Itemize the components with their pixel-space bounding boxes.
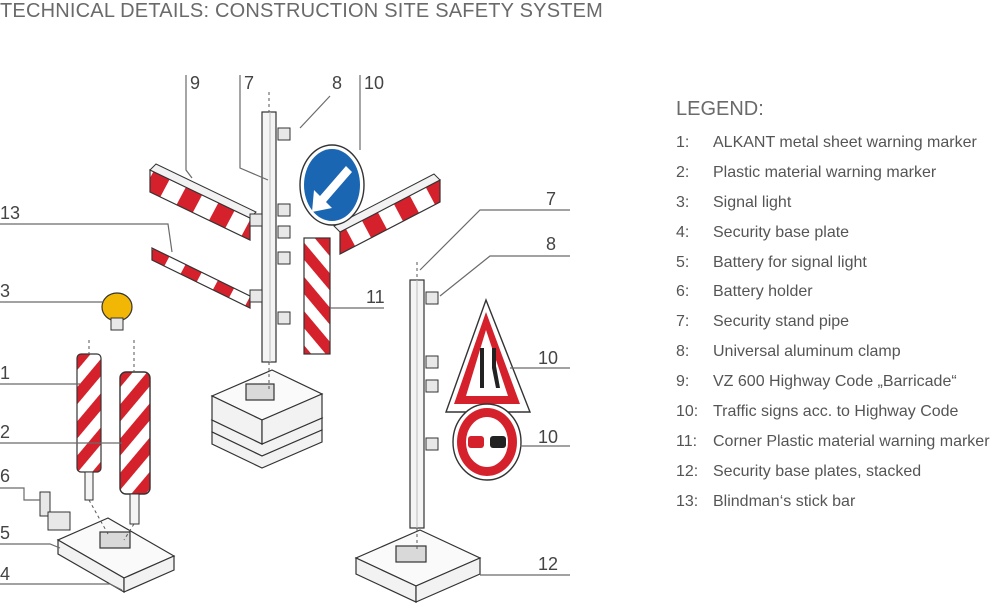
legend-text: ALKANT metal sheet warning marker — [713, 134, 977, 151]
road-narrows-sign — [445, 298, 532, 413]
legend-item: 11: Corner Plastic material warning marke… — [676, 430, 990, 460]
callout-7-center: 7 — [244, 73, 254, 93]
legend-text: VZ 600 Highway Code „Barricade“ — [713, 373, 957, 391]
barricade-left-upper — [149, 163, 257, 241]
metal-warning-marker — [76, 353, 102, 501]
legend-item: 3: Signal light — [676, 191, 990, 221]
legend-item: 4: Security base plate — [676, 221, 990, 251]
blindman-stick-bar — [151, 247, 251, 309]
callout-10-triangle: 10 — [538, 348, 558, 368]
assembly-guides — [88, 92, 418, 550]
callout-8-center: 8 — [332, 73, 342, 93]
legend-item: 1: ALKANT metal sheet warning marker — [676, 131, 990, 161]
legend-number: 11: — [676, 432, 698, 450]
callout-4: 4 — [0, 564, 10, 584]
legend-item: 6: Battery holder — [676, 280, 990, 310]
legend-number: 8: — [676, 343, 690, 361]
legend-number: 6: — [676, 283, 690, 301]
callout-1: 1 — [0, 363, 10, 383]
center-stand-pipe — [261, 111, 277, 363]
corner-warning-marker — [303, 237, 331, 355]
legend-number: 9: — [676, 373, 690, 391]
legend-item: 2: Plastic material warning marker — [676, 161, 990, 191]
legend-item: 7: Security stand pipe — [676, 310, 990, 340]
callout-2: 2 — [0, 422, 10, 442]
legend-item: 12: Security base plates, stacked — [676, 460, 990, 490]
legend-item: 9: VZ 600 Highway Code „Barricade“ — [676, 370, 990, 400]
left-base-plate — [56, 517, 176, 594]
legend-number: 5: — [676, 253, 690, 271]
plastic-warning-marker — [119, 371, 151, 525]
legend-number: 7: — [676, 313, 690, 331]
legend-number: 13: — [676, 492, 699, 510]
callout-6: 6 — [0, 466, 10, 486]
callout-12: 12 — [538, 554, 558, 574]
right-clamps — [425, 291, 439, 451]
legend-item: 10: Traffic signs acc. to Highway Code — [676, 400, 990, 430]
legend-number: 10: — [676, 403, 699, 421]
no-overtaking-sign — [452, 403, 522, 481]
keep-left-sign — [299, 144, 365, 226]
legend-list: 1: ALKANT metal sheet warning marker 2: Pl… — [676, 131, 990, 520]
legend-text: Security base plates, stacked — [713, 462, 922, 480]
legend-number: 3: — [676, 193, 690, 211]
legend-item: 8: Universal aluminum clamp — [676, 340, 990, 370]
callout-11: 11 — [366, 287, 385, 307]
legend-item: 13: Blindman‘s stick bar — [676, 490, 990, 520]
legend-number: 12: — [676, 462, 699, 480]
legend-text: Signal light — [713, 193, 792, 211]
legend-text: Battery for signal light — [713, 253, 867, 271]
legend-text: Traffic signs acc. to Highway Code — [713, 403, 959, 421]
page-title: TECHNICAL DETAILS: CONSTRUCTION SITE SAF… — [0, 0, 604, 22]
legend-text: Plastic material warning marker — [713, 163, 937, 181]
callout-13: 13 — [0, 203, 20, 223]
battery-holder — [39, 491, 51, 517]
callout-8-right: 8 — [546, 234, 556, 254]
legend-number: 1: — [676, 134, 690, 151]
right-base-plates — [354, 529, 482, 603]
legend-text: Corner Plastic material warning marker — [713, 432, 990, 450]
callout-10-blue-sign: 10 — [364, 73, 384, 93]
signal-light — [101, 292, 133, 331]
callout-3: 3 — [0, 281, 10, 301]
callout-7-right: 7 — [546, 189, 556, 209]
right-stand-pipe — [409, 279, 425, 529]
legend-text: Security stand pipe — [713, 313, 850, 331]
callout-9: 9 — [190, 73, 200, 93]
center-clamps — [249, 127, 291, 325]
legend-text: Security base plate — [713, 223, 850, 241]
legend-item: 5: Battery for signal light — [676, 251, 990, 281]
legend-text: Blindman‘s stick bar — [713, 492, 856, 510]
signal-battery — [47, 511, 71, 531]
center-base-plates — [210, 369, 324, 469]
legend-text: Universal aluminum clamp — [713, 343, 901, 361]
legend-number: 2: — [676, 163, 690, 181]
callout-lines — [0, 75, 570, 591]
callout-10-round: 10 — [538, 427, 558, 447]
legend-title: LEGEND: — [676, 98, 764, 120]
legend-number: 4: — [676, 223, 690, 241]
barricade-right — [333, 173, 441, 255]
callout-5: 5 — [0, 523, 10, 543]
legend-text: Battery holder — [713, 283, 813, 301]
